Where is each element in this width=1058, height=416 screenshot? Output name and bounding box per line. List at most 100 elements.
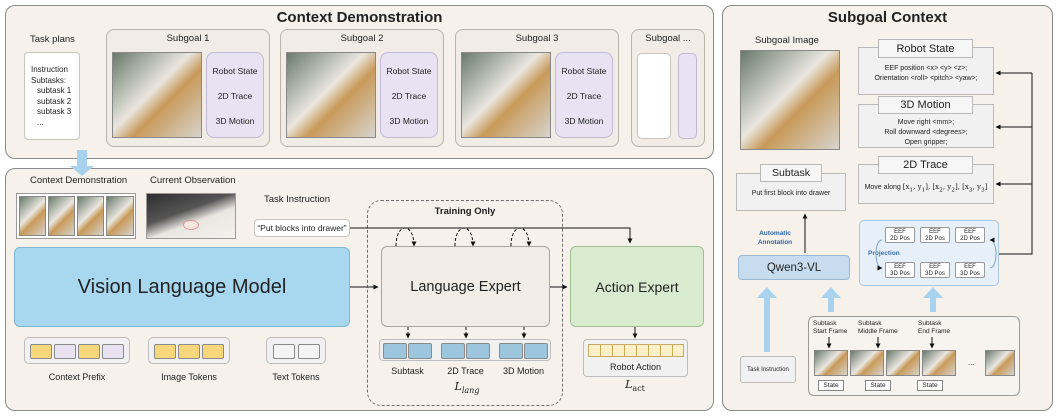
trace-token-sub: 3 <box>968 187 973 194</box>
trace-token <box>466 343 490 359</box>
context-prefix-tokens <box>24 337 130 364</box>
eef-label: EEF <box>929 229 941 235</box>
text-token <box>298 344 320 359</box>
text-tokens <box>266 337 326 364</box>
subtask-token <box>383 343 407 359</box>
lang-loss-subscript: lang <box>461 386 480 396</box>
robot-state-line-1: EEF position <x> <y> <z>; <box>884 65 968 72</box>
task-plan-line: Subtasks: <box>31 75 67 85</box>
image-token <box>178 344 200 359</box>
observation-plate <box>183 220 199 230</box>
subgoal-more-annotations <box>678 53 697 139</box>
subgoal-2-3d-motion: 3D Motion <box>389 116 429 126</box>
action-expert-block: Action Expert <box>570 246 704 327</box>
subgoal-2-robot-state: Robot State <box>386 66 432 76</box>
task-plans-title: Task plans <box>30 34 75 45</box>
language-expert-block: Language Expert <box>381 246 550 327</box>
state-label-1: State <box>818 380 844 391</box>
text-tokens-label: Text Tokens <box>272 372 320 382</box>
subgoal-2-annotations <box>380 52 438 138</box>
robot-action-tokens <box>583 339 688 377</box>
motion-output-label: 3D Motion <box>502 366 545 376</box>
pos-label: 2D Pos <box>925 236 945 242</box>
subgoal-1-3d-motion: 3D Motion <box>215 116 255 126</box>
subgoal-image-label: Subgoal Image <box>755 35 819 46</box>
act-loss-label: Lact <box>605 378 665 393</box>
subgoal-1-annotations <box>206 52 264 138</box>
3d-motion-line-1: Move right <mm>; <box>897 119 955 126</box>
trace-token-sub: 1 <box>909 187 914 194</box>
2d-trace-title: 2D Trace <box>878 156 973 174</box>
start-frame-title: Subtask Start Frame <box>813 320 863 336</box>
task-plans-box: Instruction Subtasks: subtask 1 subtask … <box>24 52 80 140</box>
lang-loss-symbol: L <box>454 380 462 393</box>
trace-token <box>441 343 465 359</box>
2d-trace-points: [x1, y1], [x2, y2], [x3, y3] <box>902 183 988 194</box>
demo-frame <box>19 196 46 236</box>
automatic-annotation-line-1: Automatic <box>759 230 791 237</box>
robot-state-line-2: Orientation <roll> <pitch> <yaw>; <box>874 75 978 82</box>
subtask-token <box>408 343 432 359</box>
trace-token-sub: 1 <box>921 187 926 194</box>
robot-action-label: Robot Action <box>609 362 662 372</box>
context-token <box>54 344 76 359</box>
lang-loss-label: Llang <box>437 380 497 395</box>
task-plan-line: ... <box>37 117 44 127</box>
trace-token-text: ] <box>984 183 988 191</box>
task-plan-line: subtask 1 <box>37 86 72 95</box>
subgoal-2-title: Subgoal 2 <box>340 33 384 44</box>
action-token-row <box>588 344 684 357</box>
video-frame <box>814 350 848 376</box>
eef-label: EEF <box>929 264 941 270</box>
pos-label: 3D Pos <box>925 271 945 277</box>
task-instruction-box: “Put blocks into drawer” <box>254 219 350 237</box>
motion-token <box>499 343 523 359</box>
video-frame <box>850 350 884 376</box>
subgoal-2-2d-trace: 2D Trace <box>391 91 427 101</box>
context-token <box>78 344 100 359</box>
frame-title-line: Subtask <box>813 320 837 327</box>
demo-frame <box>48 196 75 236</box>
trace-token-text: ], [x <box>925 183 940 191</box>
task-plan-line: subtask 3 <box>37 107 72 116</box>
subgoal-1-title: Subgoal 1 <box>166 33 210 44</box>
subgoal-3-2d-trace: 2D Trace <box>566 91 602 101</box>
trace-token-sub: 3 <box>980 187 985 194</box>
task-plan-line: Instruction <box>31 65 68 74</box>
act-loss-symbol: L <box>625 378 633 391</box>
end-frame-title: Subtask End Frame <box>918 320 968 336</box>
image-tokens <box>148 337 230 364</box>
trace-token-text: [x <box>902 183 910 191</box>
task-instruction-input: Task Instruction <box>740 356 796 383</box>
subgoal-2-image <box>286 52 376 138</box>
task-plan-line: subtask 2 <box>37 96 72 106</box>
video-frame <box>922 350 956 376</box>
trace-output-label: 2D Trace <box>447 366 484 376</box>
subgoal-3-image <box>461 52 551 138</box>
trace-token-text: , y <box>972 183 981 191</box>
training-only-label: Training Only <box>434 206 496 217</box>
frame-title-line: Subtask <box>918 320 942 327</box>
3d-motion-line-3: Open gripper; <box>904 139 948 146</box>
demo-frame <box>77 196 104 236</box>
trace-token-text: , y <box>913 183 922 191</box>
subtask-output-label: Subtask <box>391 366 424 376</box>
eef-label: EEF <box>894 229 906 235</box>
trace-token-sub: 2 <box>951 187 955 194</box>
pos-label: 3D Pos <box>890 271 910 277</box>
subgoal-3-title: Subgoal 3 <box>515 33 559 44</box>
current-observation-image <box>146 193 236 239</box>
context-demonstration-strip <box>16 193 136 239</box>
video-frame <box>985 350 1015 376</box>
projection-label: Projection <box>868 250 900 257</box>
trace-token-text: , y <box>942 183 952 191</box>
subgoal-3-annotations <box>555 52 613 138</box>
trace-token-text: ], [x <box>954 183 969 191</box>
act-loss-subscript: act <box>632 384 645 394</box>
trace-token-sub: 2 <box>939 187 943 194</box>
eef-label: EEF <box>894 264 906 270</box>
automatic-annotation-label: Automatic Annotation <box>747 229 803 247</box>
pos-label: 2D Pos <box>890 236 910 242</box>
